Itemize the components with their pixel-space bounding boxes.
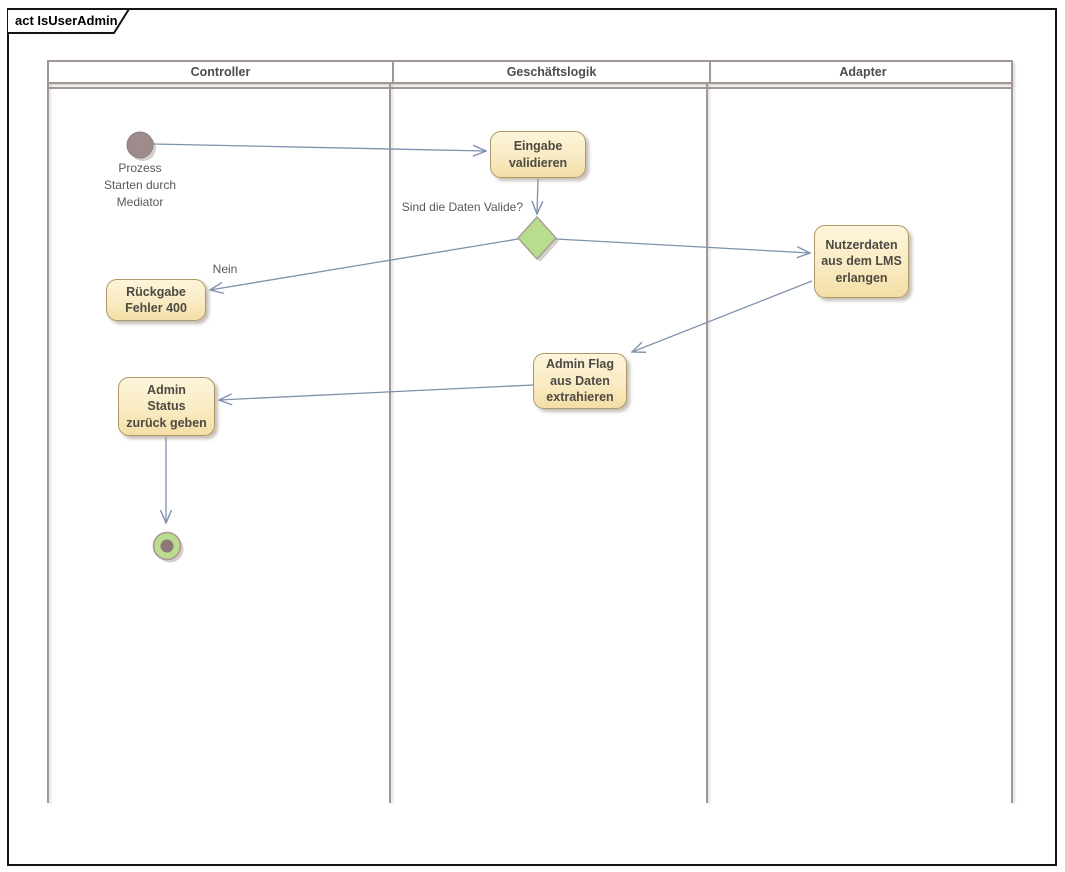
edge-label-nein: Nein xyxy=(212,262,238,276)
lane-separator-1 xyxy=(389,84,391,803)
initial-node-label: Prozess Starten durch Mediator xyxy=(103,161,177,209)
activity-admin-status-zurueckgeben[interactable]: Admin Status zurück geben xyxy=(118,377,215,436)
activity-eingabe-validieren[interactable]: Eingabe validieren xyxy=(490,131,586,178)
lane-header-geschaeftslogik: Geschäftslogik xyxy=(392,62,709,82)
lane-border-right xyxy=(1011,84,1013,803)
activity-admin-flag-extrahieren[interactable]: Admin Flag aus Daten extrahieren xyxy=(533,353,627,409)
activity-rueckgabe-fehler-400[interactable]: Rückgabe Fehler 400 xyxy=(106,279,206,321)
lane-border-left xyxy=(47,84,49,803)
lane-header-underline xyxy=(47,87,1013,89)
lane-header-controller: Controller xyxy=(190,65,251,79)
lane-header-adapter: Adapter xyxy=(709,62,1015,82)
swimlane-header-row: Controller Geschäftslogik Adapter xyxy=(47,60,1013,84)
activity-nutzerdaten-lms[interactable]: Nutzerdaten aus dem LMS erlangen xyxy=(814,225,909,298)
frame-title: act IsUserAdmin xyxy=(15,13,118,28)
lane-separator-2 xyxy=(706,84,708,803)
swimlane-container: Controller Geschäftslogik Adapter xyxy=(47,60,1013,803)
decision-question-label: Sind die Daten Valide? xyxy=(401,200,523,214)
